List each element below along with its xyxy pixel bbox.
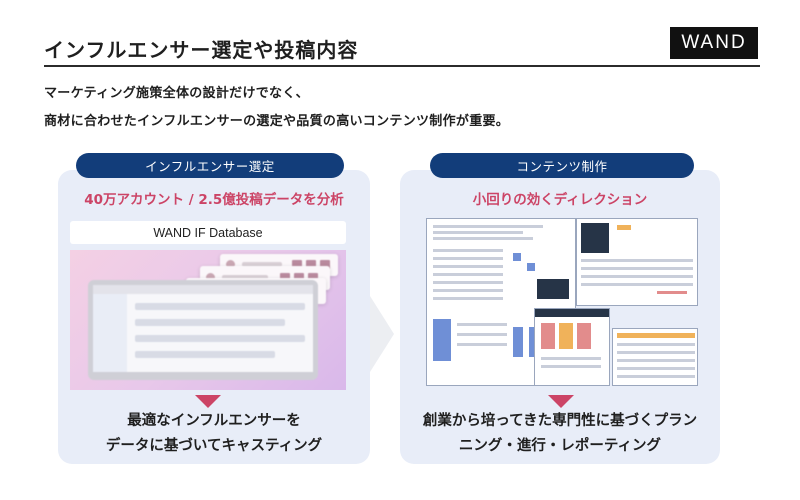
result-line-1: 最適なインフルエンサーを [127, 413, 301, 429]
result-line-2: データに基づいてキャスティング [105, 438, 323, 454]
database-name-box: WAND IF Database [70, 221, 346, 244]
content-production-subhead: 小回りの効くディレクション [472, 192, 648, 208]
content-production-result: 創業から培ってきた専門性に基づくプラン ニング・進行・レポーティング [400, 409, 720, 459]
post-preview-document [534, 308, 610, 386]
database-screenshot-image [70, 250, 346, 390]
arrow-down-icon [195, 395, 221, 408]
result-line-2: ニング・進行・レポーティング [458, 438, 662, 454]
title-divider [44, 65, 760, 67]
laptop-mockup [88, 280, 318, 380]
schedule-document [576, 218, 698, 306]
intro-line-1: マーケティング施策全体の設計だけでなく、 [44, 86, 309, 101]
page-title: インフルエンサー選定や投稿内容 [44, 38, 359, 62]
influencer-selection-result: 最適なインフルエンサーを データに基づいてキャスティング [58, 409, 370, 459]
intro-line-2: 商材に合わせたインフルエンサーの選定や品質の高いコンテンツ制作が重要。 [44, 114, 510, 129]
influencer-selection-label: インフルエンサー選定 [76, 153, 344, 178]
content-documents-image [426, 218, 698, 386]
report-document [612, 328, 698, 386]
content-production-label: コンテンツ制作 [430, 153, 694, 178]
chevron-right-icon [370, 296, 394, 372]
wand-logo: WAND [670, 27, 758, 59]
arrow-down-icon [548, 395, 574, 408]
result-line-1: 創業から培ってきた専門性に基づくプラン [422, 413, 698, 429]
influencer-selection-subhead: 40万アカウント / 2.5億投稿データを分析 [84, 192, 344, 208]
